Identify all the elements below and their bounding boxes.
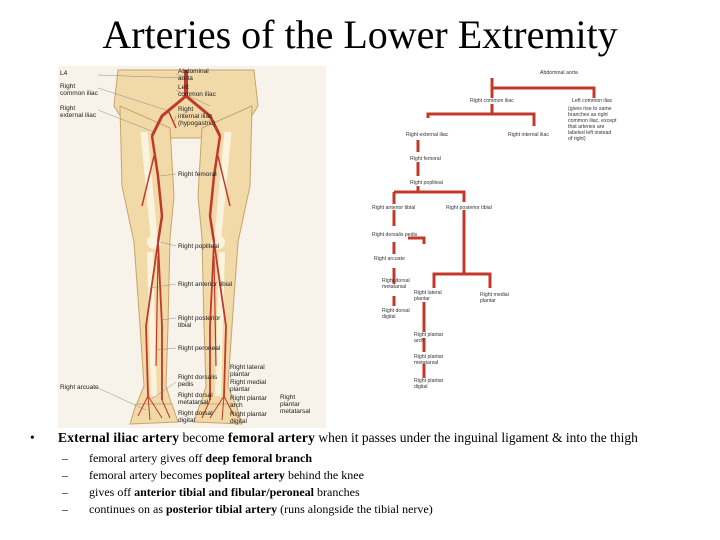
label-right-anterior-tibial: Right anterior tibial: [178, 281, 233, 288]
node-right-plantar-arch: Right plantar arch: [414, 332, 444, 344]
label-right-external-iliac: Right external iliac: [60, 105, 97, 119]
sub-bullet-list: – femoral artery gives off deep femoral …: [58, 450, 704, 518]
flow-connectors: [392, 78, 596, 378]
label-right-plantar-arch: Right plantar arch: [230, 395, 267, 409]
artery-flow-chart: Abdominal aorta Right common iliac Left …: [360, 66, 660, 400]
bullet-main: • External iliac artery become femoral a…: [30, 430, 638, 445]
label-right-common-iliac: Right common iliac: [60, 83, 98, 97]
label-right-plantar-metatarsal: Right plantar metatarsal: [280, 394, 311, 415]
node-right-external-iliac: Right external iliac: [406, 132, 449, 138]
sub-bullet: – femoral artery gives off deep femoral …: [62, 451, 313, 465]
node-right-plantar-digital: Right plantar digital: [414, 378, 444, 390]
node-right-femoral: Right femoral: [410, 156, 441, 162]
label-right-posterior-tibial: Right posterior tibial: [178, 315, 221, 329]
bullet-dot: •: [30, 430, 35, 445]
label-abdominal-aorta: Abdominal aorta: [178, 68, 209, 82]
label-right-internal-iliac: Right internal iliac (hypogastric): [178, 106, 216, 127]
term-external-iliac: External iliac artery: [58, 430, 180, 445]
label-right-dorsalis-pedis: Right dorsalis pedis: [178, 374, 218, 388]
node-right-dorsalis-pedis: Right dorsalis pedis: [372, 232, 418, 238]
term-femoral-artery: femoral artery: [227, 430, 316, 445]
node-right-arcuate: Right arcuate: [374, 256, 405, 262]
node-right-internal-iliac: Right internal iliac: [508, 132, 549, 138]
node-right-plantar-metatarsal: Right plantar metatarsal: [414, 354, 444, 366]
slide-title: Arteries of the Lower Extremity: [102, 12, 618, 57]
node-right-medial-plantar: Right medial plantar: [480, 292, 509, 304]
label-right-dorsal-digital: Right dorsal digital: [178, 410, 213, 424]
label-right-lateral-plantar: Right lateral plantar: [230, 364, 265, 378]
label-right-arcuate: Right arcuate: [60, 384, 99, 391]
label-l4: L4: [60, 70, 68, 77]
node-right-dorsal-digital: Right dorsal digital: [382, 308, 410, 320]
sub-bullet: – femoral artery becomes popliteal arter…: [62, 468, 364, 482]
node-right-common-iliac: Right common iliac: [470, 98, 514, 104]
lower-limb-artery-illustration: L4 Right common iliac Right external ili…: [58, 66, 326, 428]
node-right-lateral-plantar: Right lateral plantar: [414, 290, 442, 302]
label-right-dorsal-metatarsal: Right dorsal metatarsal: [178, 392, 213, 406]
legs-drawing: [97, 69, 259, 425]
sub-bullet: – continues on as posterior tibial arter…: [62, 502, 433, 516]
node-right-popliteal: Right popliteal: [410, 180, 443, 186]
label-left-common-iliac: Left common iliac: [178, 84, 216, 98]
left-iliac-note: (gives rise to same branches as right co…: [568, 106, 617, 142]
label-right-plantar-digital: Right plantar digital: [230, 411, 267, 425]
label-right-popliteal: Right popliteal: [178, 243, 220, 250]
label-right-peroneal: Right peroneal: [178, 345, 221, 352]
label-right-medial-plantar: Right medial plantar: [230, 379, 267, 393]
node-abdominal-aorta: Abdominal aorta: [540, 70, 578, 76]
bullet-list: • External iliac artery become femoral a…: [24, 430, 704, 518]
sub-bullet: – gives off anterior tibial and fibular/…: [62, 485, 360, 499]
node-left-common-iliac: Left common iliac: [572, 98, 613, 104]
label-right-femoral: Right femoral: [178, 171, 217, 178]
node-right-anterior-tibial: Right anterior tibial: [372, 205, 416, 211]
node-right-posterior-tibial: Right posterior tibial: [446, 205, 492, 211]
node-right-dorsal-metatarsal: Right dorsal metatarsal: [382, 278, 410, 290]
